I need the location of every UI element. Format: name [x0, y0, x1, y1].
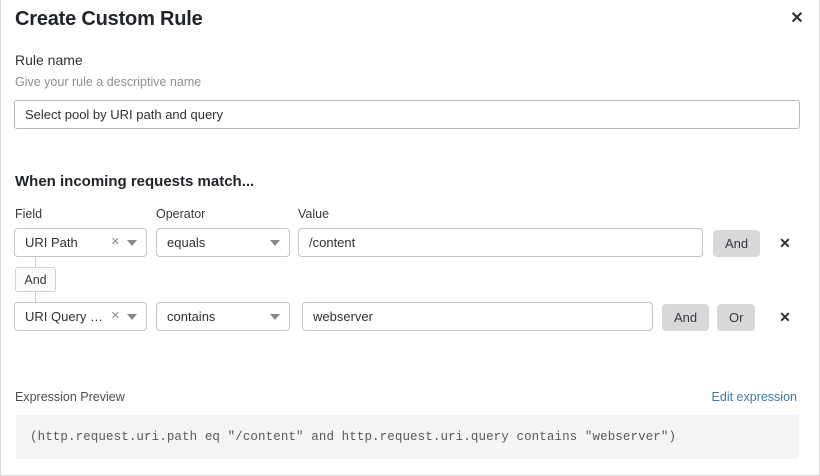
column-header-field: Field — [15, 207, 43, 221]
operator-select-row-2[interactable]: contains — [156, 302, 290, 331]
chevron-down-icon[interactable] — [127, 239, 137, 246]
rule-name-label: Rule name — [15, 52, 83, 68]
match-section-heading: When incoming requests match... — [15, 173, 255, 190]
rule-name-help-text: Give your rule a descriptive name — [15, 75, 202, 89]
field-select-value-row-1: URI Path — [25, 235, 78, 250]
rule-name-input[interactable] — [14, 100, 800, 129]
operator-select-value-row-2: contains — [167, 309, 216, 324]
remove-row-2-button[interactable]: ✕ — [774, 306, 796, 328]
column-header-operator: Operator — [156, 207, 206, 221]
column-header-value: Value — [298, 207, 330, 221]
clear-icon[interactable]: ✕ — [110, 236, 120, 248]
close-icon[interactable]: ✕ — [784, 6, 810, 32]
chevron-down-icon[interactable] — [127, 313, 137, 320]
group-connector-and-badge[interactable]: And — [15, 267, 56, 292]
value-input-row-1[interactable] — [298, 228, 703, 257]
value-input-row-2[interactable] — [302, 302, 653, 331]
field-select-value-row-2: URI Query St... — [25, 309, 107, 324]
and-button-row-2[interactable]: And — [662, 304, 710, 331]
connector-line-top — [35, 257, 36, 268]
connector-line-bottom — [35, 292, 36, 303]
or-button-row-2[interactable]: Or — [717, 304, 756, 331]
expression-preview-box: (http.request.uri.path eq "/content" and… — [16, 415, 799, 459]
expression-preview-label: Expression Preview — [15, 390, 125, 404]
page-title: Create Custom Rule — [15, 8, 203, 30]
expression-preview-code: (http.request.uri.path eq "/content" and… — [30, 430, 677, 444]
remove-row-1-button[interactable]: ✕ — [774, 232, 796, 254]
chevron-down-icon[interactable] — [270, 313, 280, 320]
operator-select-row-1[interactable]: equals — [156, 228, 290, 257]
edit-expression-link[interactable]: Edit expression — [711, 390, 797, 404]
and-button-row-1[interactable]: And — [713, 230, 761, 257]
clear-icon[interactable]: ✕ — [110, 310, 120, 322]
field-select-row-2[interactable]: URI Query St... ✕ — [14, 302, 147, 331]
chevron-down-icon[interactable] — [270, 239, 280, 246]
field-select-row-1[interactable]: URI Path ✕ — [14, 228, 147, 257]
operator-select-value-row-1: equals — [167, 235, 206, 250]
